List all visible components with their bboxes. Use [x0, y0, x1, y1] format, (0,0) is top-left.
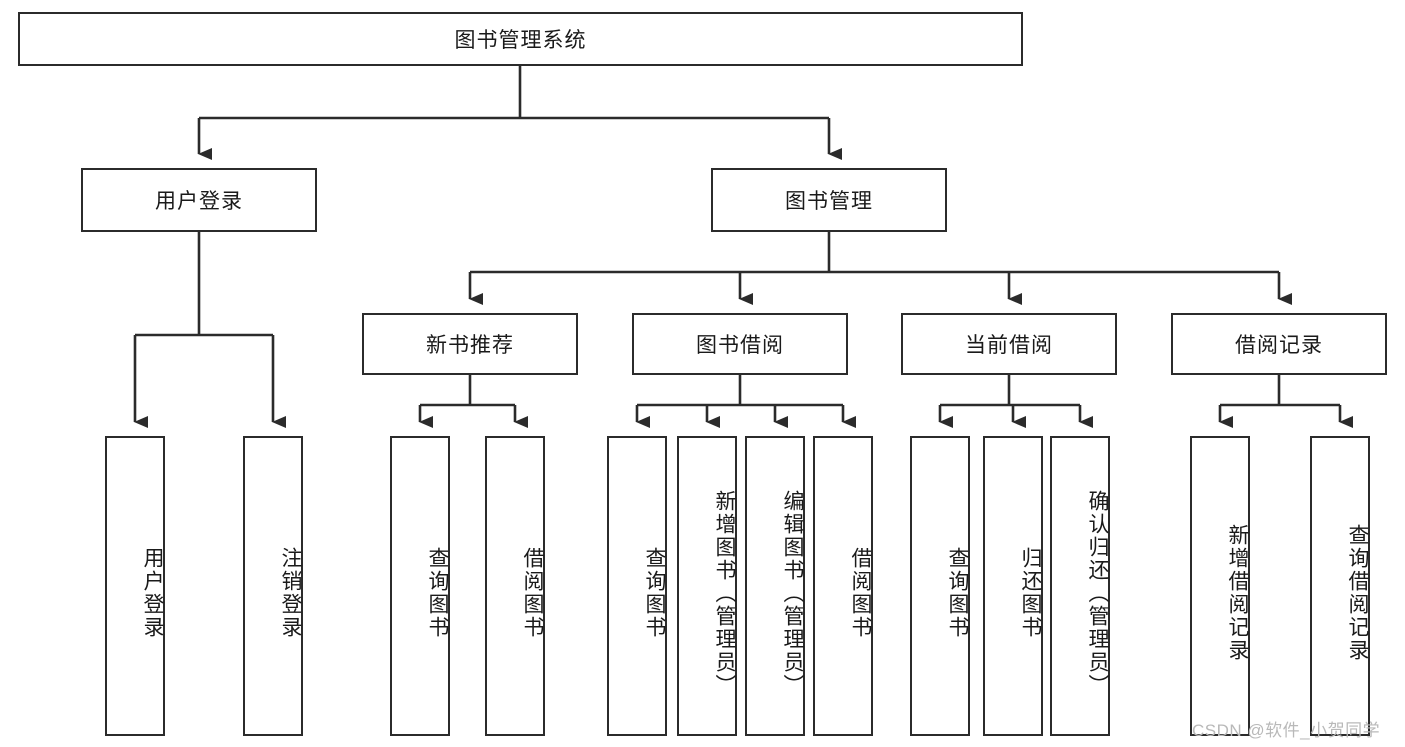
node-label: 确认归还（管理员） [1086, 489, 1109, 697]
node-leaf-confirm-return[interactable]: 确认归还（管理员） [1050, 436, 1110, 736]
node-label: 新增图书（管理员） [713, 489, 736, 697]
node-leaf-borrow-book-rec[interactable]: 借阅图书 [485, 436, 545, 736]
node-label: 新书推荐 [426, 334, 514, 357]
node-label: 查询借阅记录 [1346, 524, 1369, 662]
node-leaf-edit-book[interactable]: 编辑图书（管理员） [745, 436, 805, 736]
node-leaf-add-record[interactable]: 新增借阅记录 [1190, 436, 1250, 736]
node-leaf-borrow-book-brw[interactable]: 借阅图书 [813, 436, 873, 736]
node-book-manage[interactable]: 图书管理 [711, 168, 947, 232]
node-label: 图书管理 [785, 190, 873, 213]
node-label: 借阅记录 [1235, 334, 1323, 357]
node-label: 借阅图书 [521, 547, 544, 639]
node-label: 查询图书 [426, 547, 449, 639]
csdn-watermark: CSDN @软件_小贺同学 [1192, 721, 1381, 740]
node-label: 查询图书 [946, 547, 969, 639]
node-label: 归还图书 [1019, 547, 1042, 639]
node-label: 编辑图书（管理员） [781, 489, 804, 697]
node-label: 注销登录 [279, 547, 302, 639]
node-label: 用户登录 [141, 547, 164, 639]
node-current-borrow[interactable]: 当前借阅 [901, 313, 1117, 375]
node-root[interactable]: 图书管理系统 [18, 12, 1023, 66]
node-leaf-return-book[interactable]: 归还图书 [983, 436, 1043, 736]
node-new-book-recommend[interactable]: 新书推荐 [362, 313, 578, 375]
node-label: 借阅图书 [849, 547, 872, 639]
node-leaf-add-book[interactable]: 新增图书（管理员） [677, 436, 737, 736]
node-label: 新增借阅记录 [1226, 524, 1249, 662]
node-label: 用户登录 [155, 190, 243, 213]
node-book-borrow[interactable]: 图书借阅 [632, 313, 848, 375]
node-leaf-query-record[interactable]: 查询借阅记录 [1310, 436, 1370, 736]
node-leaf-user-login[interactable]: 用户登录 [105, 436, 165, 736]
node-label: 图书借阅 [696, 334, 784, 357]
node-label: 图书管理系统 [454, 29, 587, 52]
node-leaf-query-book-rec[interactable]: 查询图书 [390, 436, 450, 736]
node-leaf-query-book-brw[interactable]: 查询图书 [607, 436, 667, 736]
node-leaf-logout[interactable]: 注销登录 [243, 436, 303, 736]
node-label: 当前借阅 [965, 334, 1053, 357]
node-user-login[interactable]: 用户登录 [81, 168, 317, 232]
node-label: 查询图书 [643, 547, 666, 639]
node-leaf-query-book-cur[interactable]: 查询图书 [910, 436, 970, 736]
node-borrow-record[interactable]: 借阅记录 [1171, 313, 1387, 375]
